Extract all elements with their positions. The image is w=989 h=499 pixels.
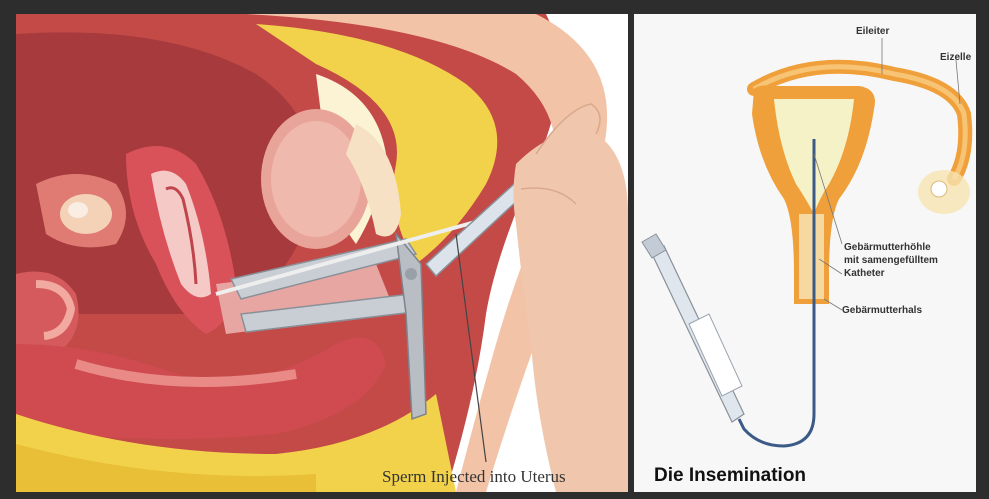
label-cavity-line1: Gebärmutterhöhle: [844, 242, 931, 254]
left-caption: Sperm Injected into Uterus: [382, 467, 566, 487]
label-eizelle: Eizelle: [940, 52, 971, 64]
right-title: Die Insemination: [654, 465, 806, 487]
anatomy-drawing: [16, 14, 628, 492]
insemination-diagram: Eileiter Eizelle Gebärmutterhöhle mit sa…: [634, 14, 976, 492]
label-katheter: Katheter: [844, 268, 885, 280]
label-cavity-line2: mit samengefülltem: [844, 255, 938, 267]
label-eileiter: Eileiter: [856, 26, 889, 38]
anatomy-illustration: Sperm Injected into Uterus: [16, 14, 628, 492]
label-cervix: Gebärmutterhals: [842, 305, 922, 317]
